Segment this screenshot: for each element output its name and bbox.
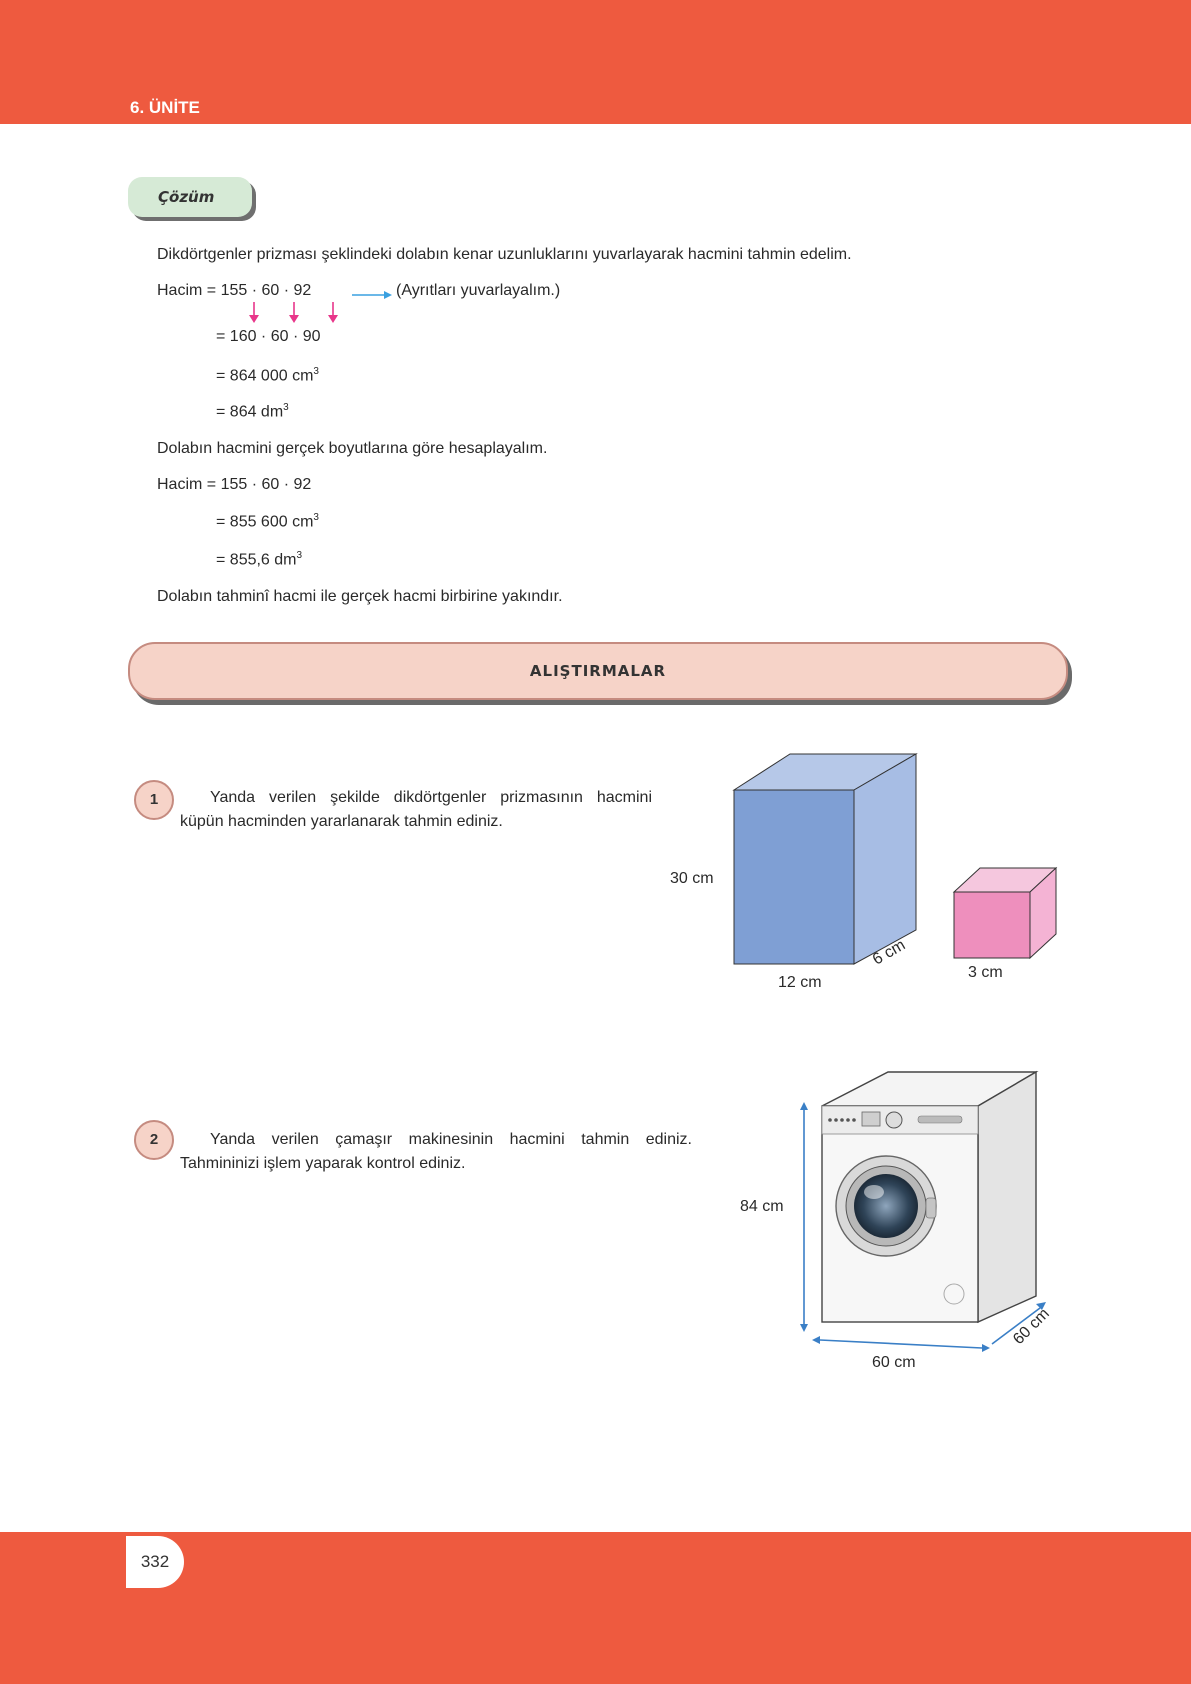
washer-height-label: 84 cm	[740, 1198, 784, 1215]
estimate-line-3: = 864 000 cm3	[216, 366, 319, 385]
solution-intro: Dikdörtgenler prizması şeklindeki dolabı…	[157, 246, 852, 263]
exact-intro: Dolabın hacmini gerçek boyutlarına göre …	[157, 440, 548, 457]
estimate-line-2: = 160 · 60 · 90	[216, 328, 321, 345]
header-band	[0, 0, 1191, 124]
exact-line-3: = 855,6 dm3	[216, 550, 303, 569]
rounding-arrows-icon	[249, 302, 338, 323]
estimate-line-1: Hacim = 155 · 60 · 92	[157, 282, 312, 299]
exercise-text-2: Yanda verilen çamaşır makinesinin hacmin…	[180, 1131, 692, 1172]
cube-edge-label: 3 cm	[968, 964, 1003, 981]
exercises-heading: ALIŞTIRMALAR	[128, 642, 1068, 700]
prism-width-label: 12 cm	[778, 974, 822, 991]
conclusion: Dolabın tahminî hacmi ile gerçek hacmi b…	[157, 588, 563, 605]
page-number: 332	[126, 1536, 184, 1588]
exercise-number-1: 1	[134, 780, 174, 820]
washing-machine-figure	[800, 1070, 1046, 1352]
exercise-text-1: Yanda verilen şekilde dikdörtgenler priz…	[180, 789, 652, 830]
solution-tag: Çözüm	[128, 177, 252, 217]
prism-height-label: 30 cm	[670, 870, 714, 887]
prism-and-cube-figure	[732, 753, 1058, 965]
exact-line-2: = 855 600 cm3	[216, 512, 319, 531]
right-arrow-icon	[352, 291, 392, 299]
estimate-note: (Ayrıtları yuvarlayalım.)	[396, 282, 561, 299]
washer-width-label: 60 cm	[872, 1354, 916, 1371]
footer-band	[0, 1532, 1191, 1684]
exact-line-1: Hacim = 155 · 60 · 92	[157, 476, 312, 493]
estimate-line-4: = 864 dm3	[216, 402, 289, 421]
unit-label: 6. ÜNİTE	[130, 98, 200, 117]
exercise-number-2: 2	[134, 1120, 174, 1160]
